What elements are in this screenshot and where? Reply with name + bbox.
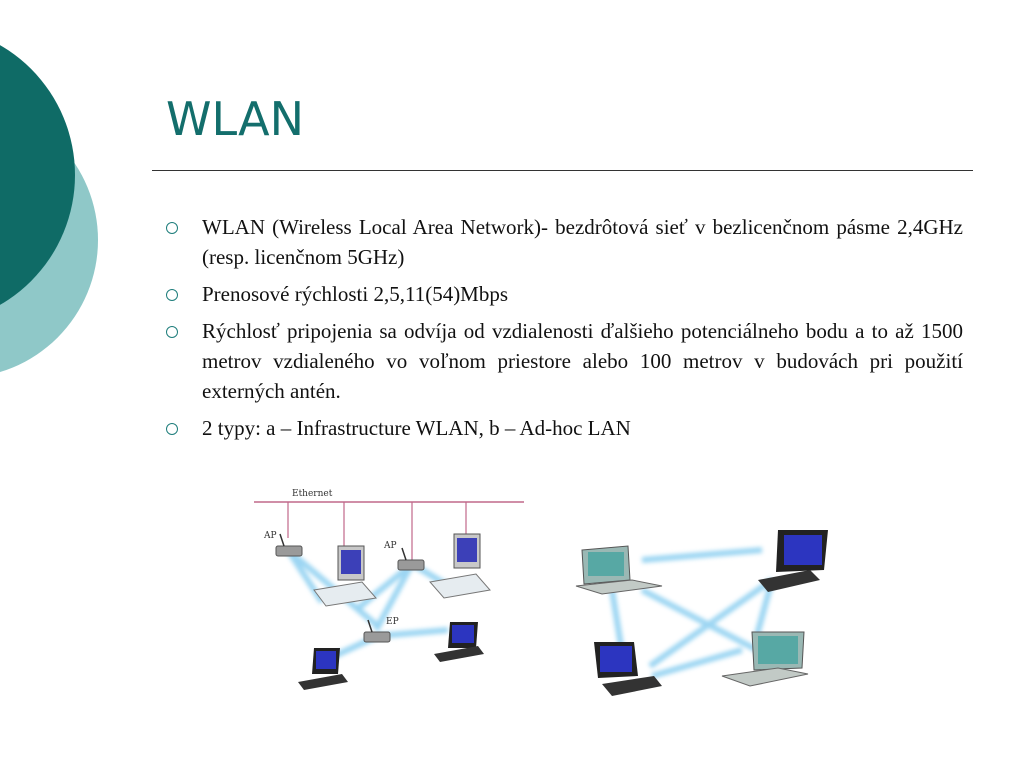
bullet-text: 2 typy: a – Infrastructure WLAN, b – Ad-… (202, 416, 631, 440)
bullet-text: WLAN (Wireless Local Area Network)- bezd… (202, 215, 963, 269)
infrastructure-wlan-diagram: Ethernet AP AP EP (254, 489, 524, 690)
bullet-text: Prenosové rýchlosti 2,5,11(54)Mbps (202, 282, 509, 306)
laptop-icon (575, 545, 663, 595)
access-point-icon (397, 547, 425, 571)
title-divider (152, 170, 973, 171)
access-point-icon (275, 533, 303, 557)
slide-title: WLAN (166, 92, 305, 146)
bullet-circle-icon (166, 222, 178, 234)
ep-label: EP (386, 617, 399, 627)
bullet-circle-icon (166, 289, 178, 301)
ap-label-1: AP (263, 531, 277, 541)
bullet-text: Rýchlosť pripojenia sa odvíja od vzdiale… (202, 319, 963, 403)
bullet-item: 2 typy: a – Infrastructure WLAN, b – Ad-… (166, 413, 963, 443)
bullet-list: WLAN (Wireless Local Area Network)- bezd… (166, 212, 963, 450)
adhoc-lan-diagram (575, 530, 828, 696)
ap-label-2: AP (383, 541, 397, 551)
decorative-circles (0, 45, 98, 373)
desktop-computer-icon (429, 533, 491, 599)
bullet-circle-icon (166, 326, 178, 338)
laptop-icon (298, 648, 348, 690)
bullet-item: Prenosové rýchlosti 2,5,11(54)Mbps (166, 279, 963, 309)
bullet-item: WLAN (Wireless Local Area Network)- bezd… (166, 212, 963, 272)
bullet-circle-icon (166, 423, 178, 435)
desktop-computer-icon (313, 545, 377, 607)
laptop-icon (758, 530, 828, 592)
laptop-icon (594, 642, 662, 696)
bullet-item: Rýchlosť pripojenia sa odvíja od vzdiale… (166, 316, 963, 406)
ethernet-label: Ethernet (292, 489, 333, 499)
laptop-icon (721, 631, 809, 687)
laptop-icon (434, 622, 484, 662)
extension-point-icon (363, 619, 391, 643)
